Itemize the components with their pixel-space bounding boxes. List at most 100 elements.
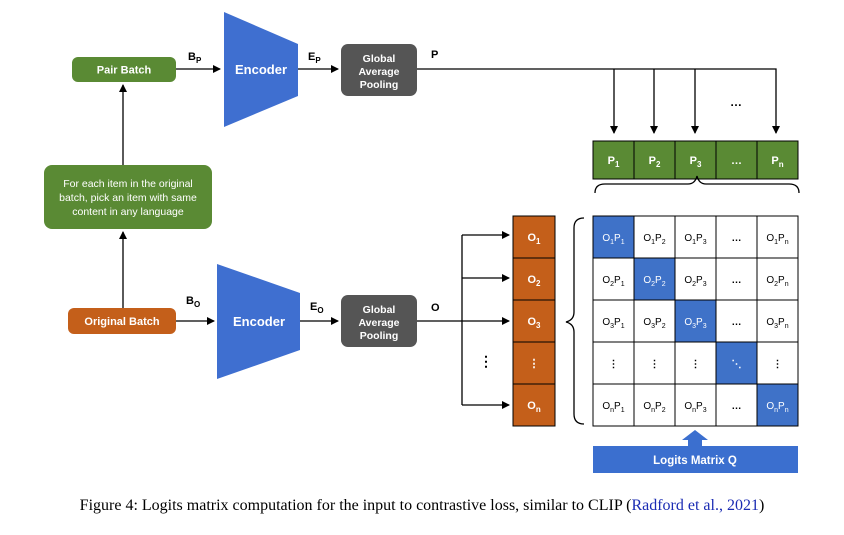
matrix-cell-label: O3P2 xyxy=(643,317,665,330)
pick-note-node: For each item in the original batch, pic… xyxy=(44,165,212,229)
p-brace xyxy=(594,175,800,194)
matrix-cell-label: ⋮ xyxy=(691,359,701,370)
matrix-cell xyxy=(633,299,676,343)
matrix-cell-label: … xyxy=(732,317,742,328)
ep-label: EP xyxy=(308,51,321,65)
matrix-cell xyxy=(756,341,799,385)
matrix-cell-label: O2P1 xyxy=(602,275,624,288)
matrix-cell-label: … xyxy=(732,233,742,244)
p-bus-line xyxy=(417,68,780,134)
p-vector-label: Pn xyxy=(771,155,783,169)
matrix-cell-label: OnP1 xyxy=(602,401,624,414)
matrix-cell-label: O2P2 xyxy=(643,275,665,288)
svg-text:Global: Global xyxy=(363,53,396,65)
o-vector-label: O2 xyxy=(527,274,541,288)
p-vector-cell xyxy=(592,140,635,180)
matrix-cell-label: ⋮ xyxy=(773,359,783,370)
svg-text:Average: Average xyxy=(358,66,399,78)
matrix-cell xyxy=(633,383,676,427)
o-brace xyxy=(565,217,585,425)
matrix-cell-label: O2Pn xyxy=(766,275,788,288)
matrix-cell-label: O3P1 xyxy=(602,317,624,330)
svg-text:Pooling: Pooling xyxy=(360,330,399,342)
matrix-cell xyxy=(756,299,799,343)
encoder-top-label: Encoder xyxy=(235,62,287,77)
matrix-cell xyxy=(633,215,676,259)
matrix-cell-label: O3Pn xyxy=(766,317,788,330)
matrix-cell xyxy=(592,257,635,301)
o-vector-cell xyxy=(512,257,556,301)
matrix-cell-label: O1P2 xyxy=(643,233,665,246)
logits-arrow xyxy=(682,430,708,447)
matrix-cell xyxy=(756,257,799,301)
matrix-cell-label: OnP3 xyxy=(684,401,706,414)
bp-label: BP xyxy=(188,51,202,65)
o-vector-cell xyxy=(512,383,556,427)
encoder-bottom-label: Encoder xyxy=(233,314,285,329)
matrix-cell xyxy=(715,215,758,259)
matrix-cell-label: … xyxy=(732,401,742,412)
matrix-cell-label: O1Pn xyxy=(766,233,788,246)
o-vector-label: O1 xyxy=(527,232,541,246)
matrix-cell xyxy=(633,257,676,301)
p-vector-label: P1 xyxy=(608,155,620,169)
o-vector-cell xyxy=(512,341,556,385)
o-vector-label: On xyxy=(527,400,541,414)
pooling-top: Global Average Pooling xyxy=(341,44,417,96)
matrix-cell xyxy=(715,341,758,385)
p-vector-label: … xyxy=(731,155,742,167)
p-vector-cell xyxy=(756,140,799,180)
citation-link[interactable]: Radford et al., 2021 xyxy=(631,497,759,514)
p-vector-label: P2 xyxy=(649,155,661,169)
matrix-cell xyxy=(592,215,635,259)
o-vector-label: ⋮ xyxy=(529,358,540,370)
pick-note-line-2: batch, pick an item with same xyxy=(59,192,197,204)
p-output-label: P xyxy=(431,49,438,61)
logits-matrix-label: Logits Matrix Q xyxy=(593,446,798,473)
matrix-cell xyxy=(674,383,717,427)
diagram-canvas: Pair Batch For each item in the original… xyxy=(44,12,800,473)
matrix-cell xyxy=(715,257,758,301)
o-output-label: O xyxy=(431,302,440,314)
matrix-cell xyxy=(756,215,799,259)
p-arrow-dots: … xyxy=(730,95,742,109)
o-arrow-dots: ⋮ xyxy=(479,353,493,369)
p-vector-cell xyxy=(715,140,758,180)
matrix-cell-label: ⋮ xyxy=(650,359,660,370)
matrix-cell-label: ⋱ xyxy=(732,359,742,370)
svg-text:Pooling: Pooling xyxy=(360,79,399,91)
matrix-cell xyxy=(674,341,717,385)
matrix-cell-label: OnP2 xyxy=(643,401,665,414)
svg-text:Average: Average xyxy=(358,317,399,329)
matrix-cell-label: O3P3 xyxy=(684,317,706,330)
pooling-bottom: Global Average Pooling xyxy=(341,295,417,347)
original-batch-node: Original Batch xyxy=(68,308,176,334)
matrix-cell-label: O1P3 xyxy=(684,233,706,246)
matrix-cell xyxy=(592,383,635,427)
pair-batch-node: Pair Batch xyxy=(72,57,176,82)
svg-text:Global: Global xyxy=(363,304,396,316)
figure-caption: Figure 4: Logits matrix computation for … xyxy=(79,497,765,514)
bo-label: BO xyxy=(186,295,200,309)
o-vector-cell xyxy=(512,299,556,343)
matrix-cell-label: O2P3 xyxy=(684,275,706,288)
matrix-cell xyxy=(756,383,799,427)
encoder-top: Encoder xyxy=(224,12,298,127)
p-vector-cell xyxy=(633,140,676,180)
pick-note-line-1: For each item in the original xyxy=(63,178,193,190)
matrix-cell-label: OnPn xyxy=(766,401,788,414)
pick-note-line-3: content in any language xyxy=(72,206,184,218)
original-batch-label: Original Batch xyxy=(84,316,159,328)
matrix-cell-label: O1P1 xyxy=(602,233,624,246)
encoder-bottom: Encoder xyxy=(217,264,300,379)
eo-label: EO xyxy=(310,301,324,315)
o-vector-label: O3 xyxy=(527,316,541,330)
pair-batch-label: Pair Batch xyxy=(97,65,152,77)
matrix-cell-label: … xyxy=(732,275,742,286)
matrix-cell-label: ⋮ xyxy=(609,359,619,370)
matrix-cell xyxy=(674,257,717,301)
logits-label-text: Logits Matrix Q xyxy=(653,455,737,467)
